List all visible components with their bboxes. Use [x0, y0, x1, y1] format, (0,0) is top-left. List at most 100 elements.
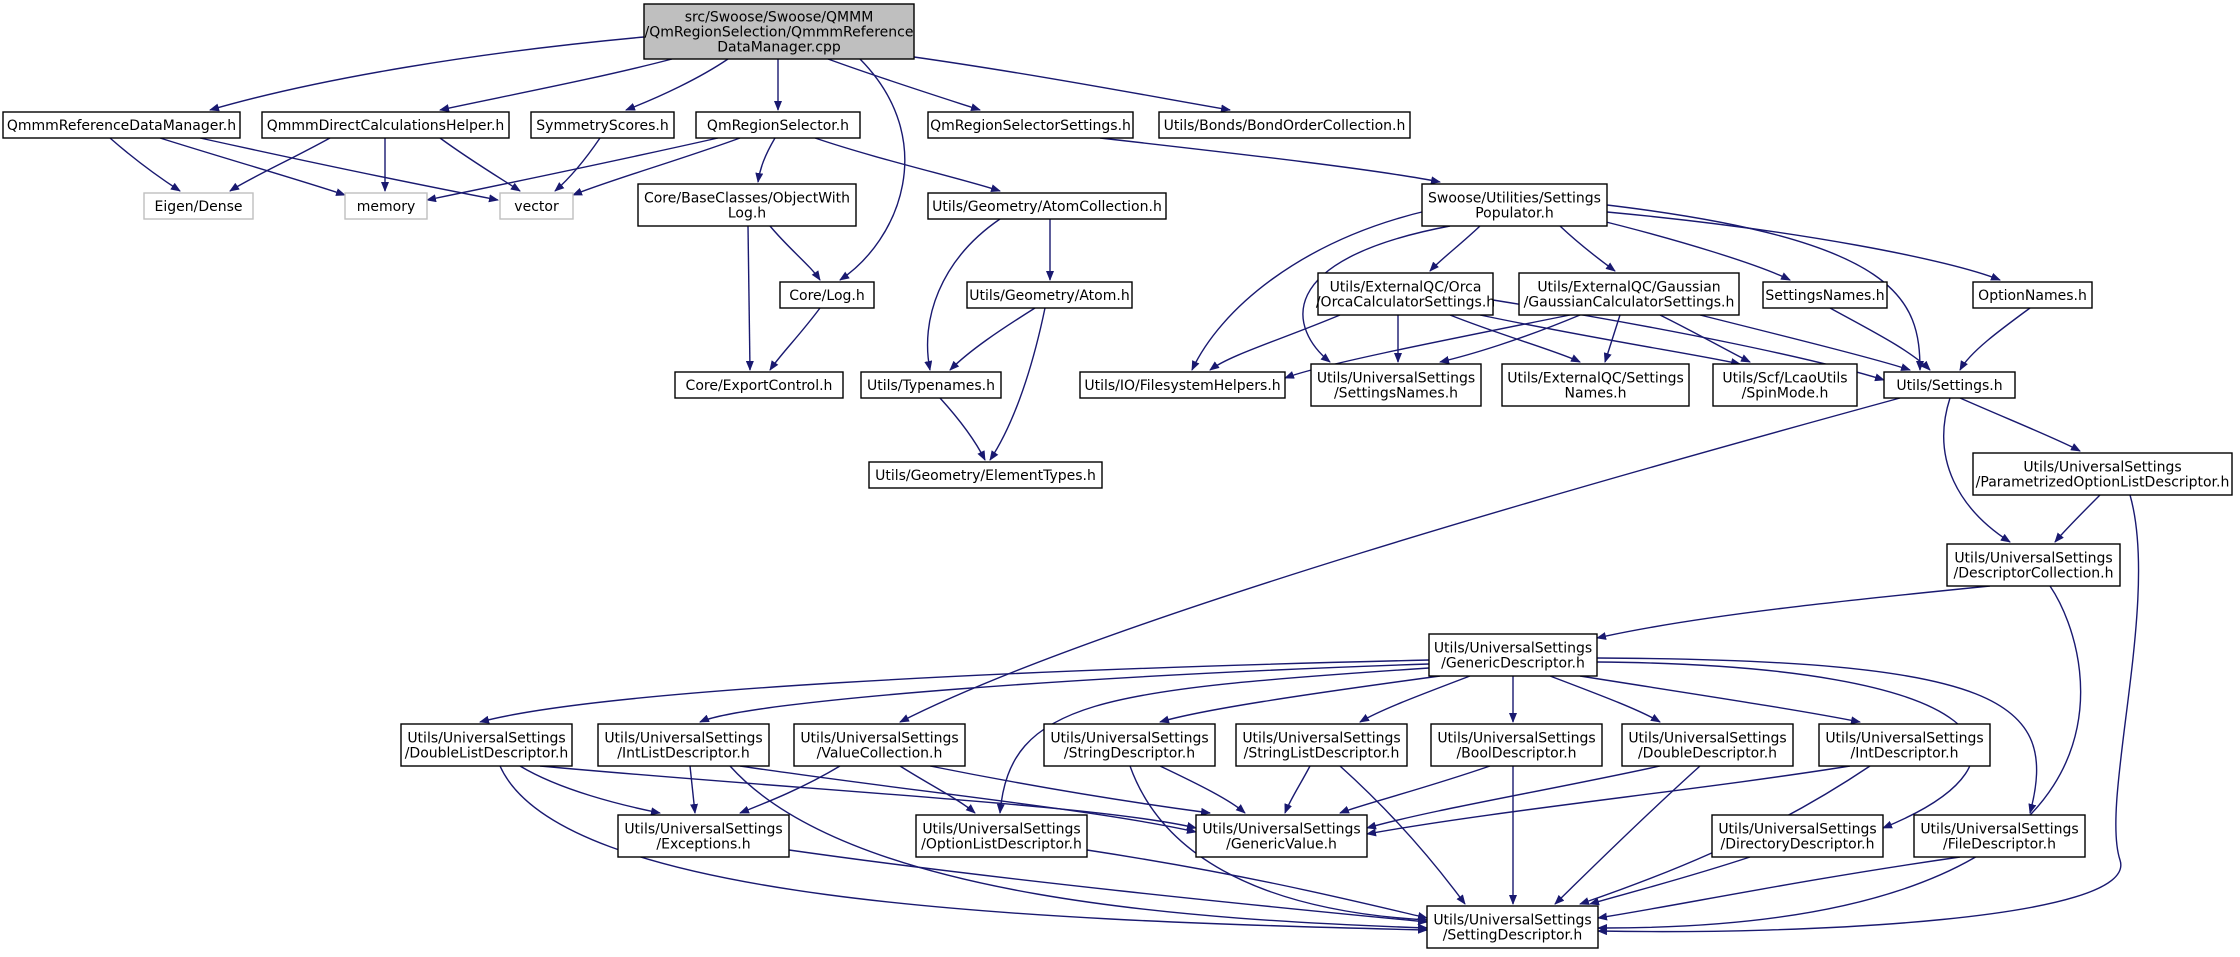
edge-line	[1959, 307, 2031, 371]
node-label-line: Utils/UniversalSettings	[922, 822, 1080, 838]
edge-line	[739, 765, 1197, 834]
edge-line	[1086, 849, 1428, 920]
edge-stringdesc-to-settdesc	[1129, 765, 1428, 924]
edge-line	[1302, 225, 1451, 363]
node-genericval[interactable]: Utils/UniversalSettings/GenericValue.h	[1195, 814, 1368, 858]
node-typenames[interactable]: Utils/Typenames.h	[860, 371, 1002, 399]
node-qmmmrefdm[interactable]: QmmmReferenceDataManager.h	[2, 111, 241, 139]
node-box	[1158, 111, 1411, 139]
node-dbldesc[interactable]: Utils/UniversalSettings/DoubleDescriptor…	[1621, 723, 1794, 767]
node-label-line: src/Swoose/Swoose/QMMM	[685, 10, 874, 26]
edge-gaussian-to-settings	[1699, 314, 1911, 371]
node-label-line: /BoolDescriptor.h	[1456, 746, 1576, 762]
node-root[interactable]: src/Swoose/Swoose/QMMM/QmRegionSelection…	[643, 3, 915, 60]
edge-line	[1339, 765, 1466, 905]
edge-line	[1597, 856, 1961, 921]
node-fshelpers[interactable]: Utils/IO/FilesystemHelpers.h	[1079, 371, 1286, 399]
node-label-line: QmmmReferenceDataManager.h	[7, 118, 236, 134]
node-paramopt[interactable]: Utils/UniversalSettings/ParametrizedOpti…	[1972, 452, 2233, 496]
edge-line	[899, 397, 1901, 723]
node-gaussian[interactable]: Utils/ExternalQC/Gaussian/GaussianCalcul…	[1518, 272, 1740, 316]
node-symscores[interactable]: SymmetryScores.h	[530, 111, 675, 139]
node-label-line: SettingsNames.h	[1765, 288, 1884, 304]
node-label-line: /IntListDescriptor.h	[617, 746, 749, 762]
node-optlist[interactable]: Utils/UniversalSettings/OptionListDescri…	[915, 814, 1088, 858]
edge-settpop-to-usettnames	[1302, 225, 1451, 363]
edge-settpop-to-fshelpers	[1191, 209, 1431, 371]
node-box	[1518, 272, 1740, 316]
edge-line	[159, 137, 346, 196]
node-genericdesc[interactable]: Utils/UniversalSettings/GenericDescripto…	[1428, 633, 1598, 677]
node-intlist[interactable]: Utils/UniversalSettings/IntListDescripto…	[597, 723, 770, 767]
node-strlist[interactable]: Utils/UniversalSettings/StringListDescri…	[1235, 723, 1408, 767]
edge-qmregselset-to-settpop	[1099, 137, 1441, 185]
edge-valuecoll-to-optlist	[899, 765, 976, 814]
node-settdesc[interactable]: Utils/UniversalSettings/SettingDescripto…	[1426, 905, 1599, 949]
node-vector[interactable]: vector	[499, 192, 574, 220]
node-settnames[interactable]: SettingsNames.h	[1762, 281, 1888, 309]
node-label-line: Utils/Geometry/Atom.h	[969, 288, 1129, 304]
node-optnames[interactable]: OptionNames.h	[1972, 281, 2093, 309]
node-extqcnames[interactable]: Utils/ExternalQC/SettingsNames.h	[1501, 363, 1690, 407]
node-qmregselset[interactable]: QmRegionSelectorSettings.h	[927, 111, 1134, 139]
node-intdesc[interactable]: Utils/UniversalSettings/IntDescriptor.h	[1818, 723, 1991, 767]
edge-line	[729, 765, 1428, 932]
node-box	[261, 111, 510, 139]
node-label-line: /DoubleListDescriptor.h	[405, 746, 569, 762]
node-label-line: /SettingDescriptor.h	[1443, 928, 1583, 944]
node-booldesc[interactable]: Utils/UniversalSettings/BoolDescriptor.h	[1430, 723, 1603, 767]
edge-symscores-to-vector	[554, 137, 601, 192]
edge-line	[949, 307, 1036, 371]
node-corelog[interactable]: Core/Log.h	[779, 281, 875, 309]
edge-line	[1554, 765, 1701, 905]
node-qmmmdirect[interactable]: QmmmDirectCalculationsHelper.h	[261, 111, 510, 139]
node-label-line: Utils/UniversalSettings	[1434, 641, 1592, 657]
node-usettnames[interactable]: Utils/UniversalSettings/SettingsNames.h	[1310, 363, 1482, 407]
node-box	[915, 814, 1088, 858]
node-desccoll[interactable]: Utils/UniversalSettings/DescriptorCollec…	[1946, 543, 2121, 587]
node-valuecoll[interactable]: Utils/UniversalSettings/ValueCollection.…	[793, 723, 966, 767]
node-exceptions[interactable]: Utils/UniversalSettings/Exceptions.h	[617, 814, 790, 858]
edge-line	[1606, 204, 1924, 371]
node-box	[1317, 272, 1494, 316]
node-dbllist[interactable]: Utils/UniversalSettings/DoubleListDescri…	[400, 723, 573, 767]
node-atom[interactable]: Utils/Geometry/Atom.h	[966, 281, 1133, 309]
node-atomcoll[interactable]: Utils/Geometry/AtomCollection.h	[927, 192, 1167, 220]
node-box	[499, 192, 574, 220]
edge-line	[1559, 225, 1616, 272]
node-qmregsel[interactable]: QmRegionSelector.h	[695, 111, 861, 139]
node-box	[1972, 452, 2233, 496]
node-label-line: Utils/UniversalSettings	[1954, 551, 2112, 567]
node-spinmode[interactable]: Utils/Scf/LcaoUtils/SpinMode.h	[1712, 363, 1858, 407]
node-label-line: vector	[514, 199, 559, 215]
node-dirdesc[interactable]: Utils/UniversalSettings/DirectoryDescrip…	[1711, 814, 1884, 858]
node-settings[interactable]: Utils/Settings.h	[1883, 371, 2016, 399]
edge-optnames-to-settings	[1959, 307, 2031, 371]
node-exportctl[interactable]: Core/ExportControl.h	[674, 371, 844, 399]
node-orca[interactable]: Utils/ExternalQC/Orca/OrcaCalculatorSett…	[1316, 272, 1495, 316]
node-bondorder[interactable]: Utils/Bonds/BondOrderCollection.h	[1158, 111, 1411, 139]
edge-line	[1429, 225, 1481, 272]
node-stringdesc[interactable]: Utils/UniversalSettings/StringDescriptor…	[1043, 723, 1216, 767]
node-elemtypes[interactable]: Utils/Geometry/ElementTypes.h	[868, 461, 1103, 489]
node-eigen[interactable]: Eigen/Dense	[143, 192, 254, 220]
edge-intlist-to-settdesc	[729, 765, 1428, 932]
edge-line	[1366, 765, 1661, 830]
node-box	[868, 461, 1103, 489]
edge-settpop-to-gaussian	[1559, 225, 1616, 272]
edge-line	[209, 36, 645, 112]
node-label-line: Utils/UniversalSettings	[1202, 822, 1360, 838]
node-box	[674, 371, 844, 399]
node-label-line: QmmmDirectCalculationsHelper.h	[267, 118, 505, 134]
edge-genericdesc-to-dbllist	[479, 659, 1430, 724]
edge-line	[769, 225, 821, 281]
node-memory[interactable]: memory	[344, 192, 428, 220]
node-filedesc[interactable]: Utils/UniversalSettings/FileDescriptor.h	[1913, 814, 2086, 858]
node-label-line: memory	[357, 199, 416, 215]
edge-line	[479, 659, 1430, 724]
edge-line	[989, 307, 1046, 461]
edge-line	[788, 849, 1428, 926]
